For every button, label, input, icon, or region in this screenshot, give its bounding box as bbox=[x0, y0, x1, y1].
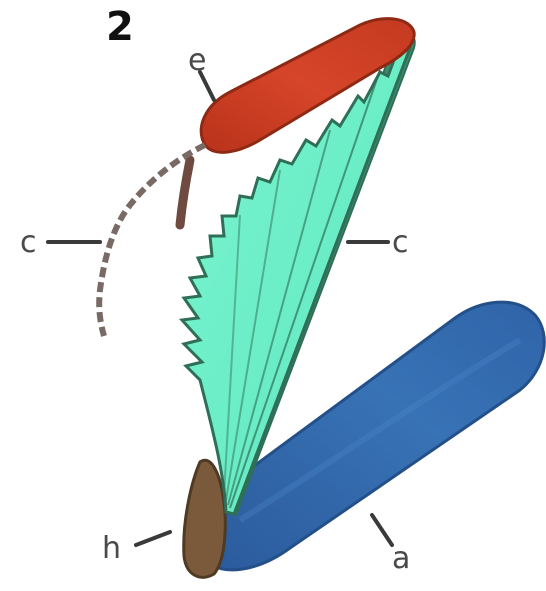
leader-top bbox=[198, 70, 216, 102]
label-right: c bbox=[392, 225, 409, 260]
panel-number: 2 bbox=[106, 4, 134, 50]
brown-base bbox=[182, 458, 227, 579]
label-left: c bbox=[20, 225, 37, 260]
label-top: e bbox=[188, 43, 206, 78]
label-bottom-left: h bbox=[102, 531, 121, 566]
leader-bottom-left bbox=[134, 530, 172, 547]
label-bottom-right: a bbox=[392, 541, 410, 576]
leader-bottom-right bbox=[370, 513, 394, 547]
red-segment bbox=[199, 17, 416, 154]
dark-stalk bbox=[175, 155, 195, 230]
leader-lines bbox=[46, 70, 394, 547]
grey-filament bbox=[96, 142, 207, 337]
